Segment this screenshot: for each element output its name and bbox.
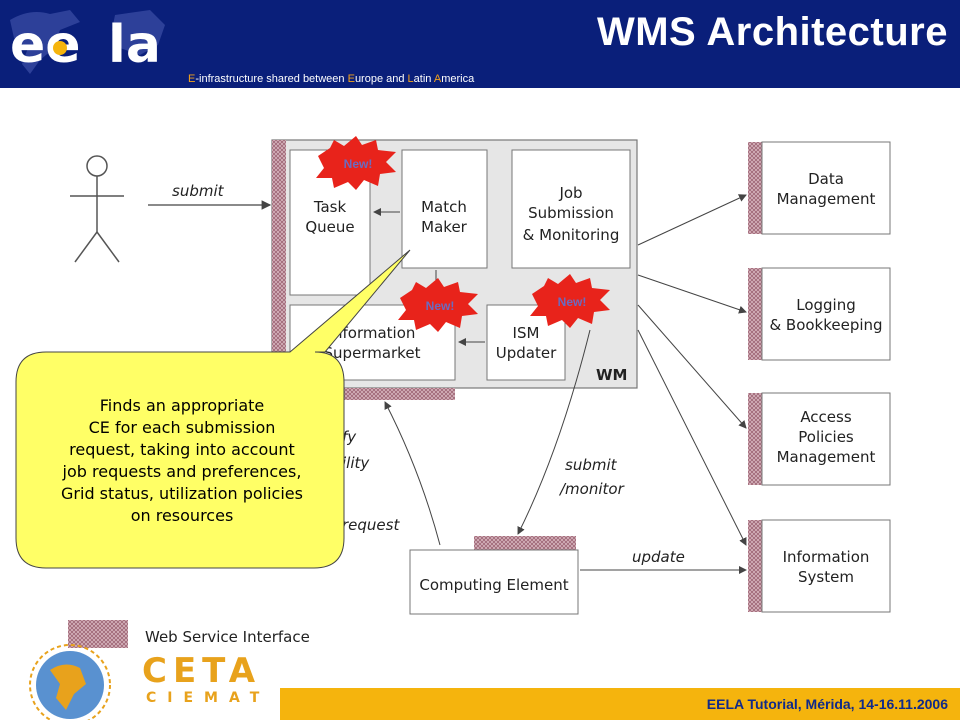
header-bar: ee la WMS Architecture E-infrastructure … — [0, 0, 960, 88]
svg-text:New!: New! — [426, 299, 455, 313]
ce-interface — [474, 536, 576, 550]
data-management-label-2: Management — [777, 190, 876, 208]
legend-swatch — [68, 620, 128, 648]
legend-label: Web Service Interface — [145, 628, 310, 646]
header-subtitle: E-infrastructure shared between Europe a… — [188, 73, 475, 85]
data-management-node: Data Management — [748, 141, 891, 235]
submit-monitor-label-1: submit — [565, 456, 618, 474]
footer-bar: EELA Tutorial, Mérida, 14-16.11.2006 — [280, 688, 960, 720]
user-stick-figure — [70, 155, 124, 263]
callout-bubble — [15, 249, 411, 569]
update-label: update — [632, 548, 685, 566]
logo-right-text: la — [108, 15, 161, 75]
callout-line-2: CE for each submission — [88, 418, 276, 437]
partial-label-1: fy — [342, 428, 357, 446]
submit-label: submit — [172, 182, 225, 200]
logging-label-1: Logging — [796, 296, 856, 314]
wm-label: WM — [596, 366, 627, 384]
callout-line-5: Grid status, utilization policies — [61, 484, 303, 503]
ism-updater-label-2: Updater — [496, 344, 557, 362]
eela-logo: ee la — [10, 10, 165, 75]
computing-element-box — [409, 549, 579, 615]
submit-monitor-label-2: /monitor — [558, 480, 625, 498]
new-badge-match-maker: New! — [316, 136, 396, 190]
access-policies-node: Access Policies Management — [748, 392, 891, 486]
access-policies-label-3: Management — [777, 448, 876, 466]
match-maker-label-2: Maker — [421, 218, 468, 236]
logo-left-text: ee — [10, 15, 81, 75]
callout-line-6: on resources — [130, 506, 234, 525]
task-queue-label-1: Task — [313, 198, 347, 216]
job-submission-label-1: Job — [558, 184, 582, 202]
ceta-text: CETA — [142, 651, 261, 691]
ciemat-text: CIEMAT — [146, 690, 270, 706]
access-policies-label-2: Policies — [798, 428, 854, 446]
access-policies-label-1: Access — [800, 408, 852, 426]
callout-text: Finds an appropriate CE for each submiss… — [22, 395, 342, 527]
computing-element-label: Computing Element — [419, 576, 568, 594]
data-management-label-1: Data — [808, 170, 844, 188]
job-submission-box — [511, 149, 631, 269]
info-supermarket-label-2: Supermarket — [324, 344, 421, 362]
page-title: WMS Architecture — [596, 10, 948, 54]
partial-label-2: ility — [342, 454, 370, 472]
new-badge-info-supermarket: New! — [398, 278, 478, 332]
callout-line-3: request, taking into account — [69, 440, 295, 459]
ism-updater-label-1: ISM — [513, 324, 540, 342]
ceta-ciemat-logo: CETA CIEMAT — [29, 644, 270, 720]
logging-label-2: & Bookkeeping — [769, 316, 882, 334]
match-maker-box — [401, 149, 488, 269]
callout-line-1: Finds an appropriate — [99, 396, 265, 415]
wms-diagram: submit WM Task Queue Match Maker Job Sub… — [15, 136, 891, 648]
new-badge-ism-updater: New! — [530, 274, 610, 328]
information-system-label-2: System — [798, 568, 854, 586]
job-submission-label-3: & Monitoring — [523, 226, 620, 244]
information-system-node: Information System — [748, 519, 891, 613]
svg-text:New!: New! — [558, 295, 587, 309]
partial-label-3: request — [342, 516, 400, 534]
logging-bookkeeping-node: Logging & Bookkeeping — [748, 267, 891, 361]
info-supermarket-label-1: Information — [329, 324, 416, 342]
job-submission-label-2: Submission — [528, 204, 614, 222]
footer-text: EELA Tutorial, Mérida, 14-16.11.2006 — [706, 696, 948, 712]
svg-text:New!: New! — [344, 157, 373, 171]
wm-interface-bar — [272, 140, 286, 388]
information-system-label-1: Information — [783, 548, 870, 566]
match-maker-label-1: Match — [421, 198, 467, 216]
task-queue-label-2: Queue — [305, 218, 354, 236]
callout-line-4: job requests and preferences, — [62, 462, 302, 481]
